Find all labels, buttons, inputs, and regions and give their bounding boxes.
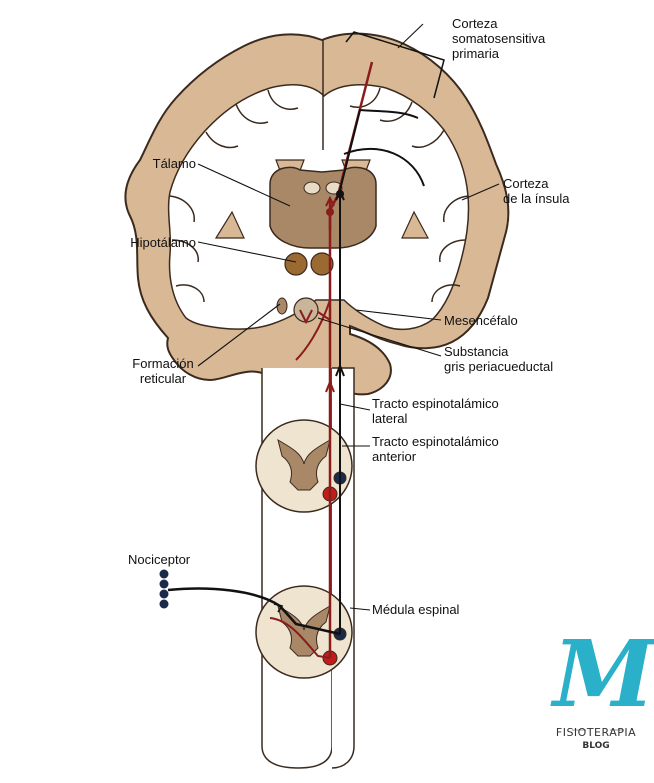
label-hipotalamo: Hipotálamo: [80, 235, 196, 250]
label-tracto-lateral: Tracto espinotalámico lateral: [372, 396, 499, 426]
label-nociceptor: Nociceptor: [128, 552, 190, 567]
thalamus: [270, 167, 376, 248]
logo-letter: M: [553, 628, 633, 720]
label-corteza-somatosensitiva: Corteza somatosensitiva primaria: [452, 16, 545, 61]
spinal-section-upper: [256, 420, 352, 512]
label-corteza-insula: Corteza de la ínsula: [503, 176, 570, 206]
label-substancia-gris: Substancia gris periacueductal: [444, 344, 553, 374]
label-talamo: Tálamo: [110, 156, 196, 171]
label-medula-espinal: Médula espinal: [372, 602, 459, 617]
label-formacion-reticular: Formación reticular: [126, 356, 200, 386]
logo-line1: FISIOTERAPIA: [541, 726, 651, 739]
label-tracto-anterior: Tracto espinotalámico anterior: [372, 434, 499, 464]
logo-line2: BLOG: [541, 741, 651, 751]
label-mesencefalo: Mesencéfalo: [444, 313, 518, 328]
